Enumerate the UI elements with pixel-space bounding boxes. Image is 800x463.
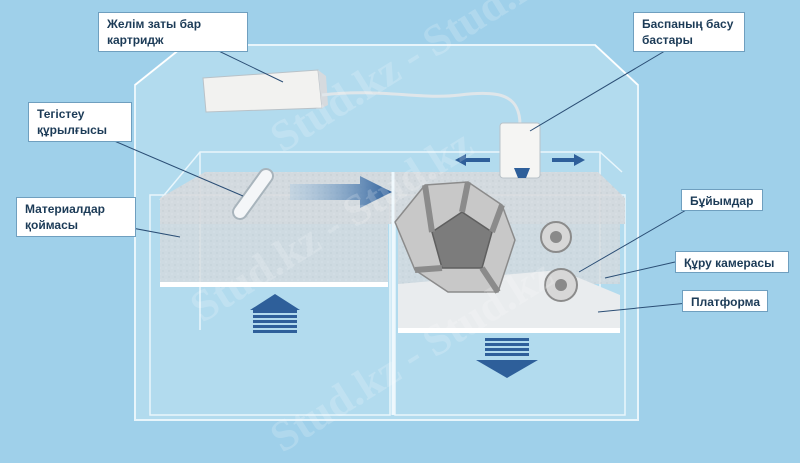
- material-storage-label: Материалдар қоймасы: [16, 197, 136, 237]
- print-head-label: Баспаның басу бастары: [633, 12, 745, 52]
- leader-lines: [99, 41, 701, 313]
- platform-up-arrow: [250, 294, 300, 333]
- cartridge-label: Желім заты бар картридж: [98, 12, 248, 52]
- build-chamber-label: Құру камерасы: [675, 251, 789, 273]
- products-label: Бұйымдар: [681, 189, 763, 211]
- product-small-2: [544, 268, 578, 302]
- printer-diagram: [99, 41, 701, 421]
- product-large: [394, 181, 516, 294]
- platform-down-arrow: [476, 338, 538, 378]
- print-head: [499, 122, 541, 179]
- leveler-label: Тегістеу құрылғысы: [28, 102, 132, 142]
- product-small-1: [540, 221, 572, 253]
- spread-arrow: [290, 176, 392, 208]
- leveler-roller: [232, 168, 274, 220]
- platform-label: Платформа: [682, 290, 768, 312]
- material-storage-block: [160, 224, 388, 287]
- glue-hose: [321, 91, 522, 126]
- head-direction-arrows: [455, 154, 585, 166]
- glue-cartridge: [202, 69, 328, 113]
